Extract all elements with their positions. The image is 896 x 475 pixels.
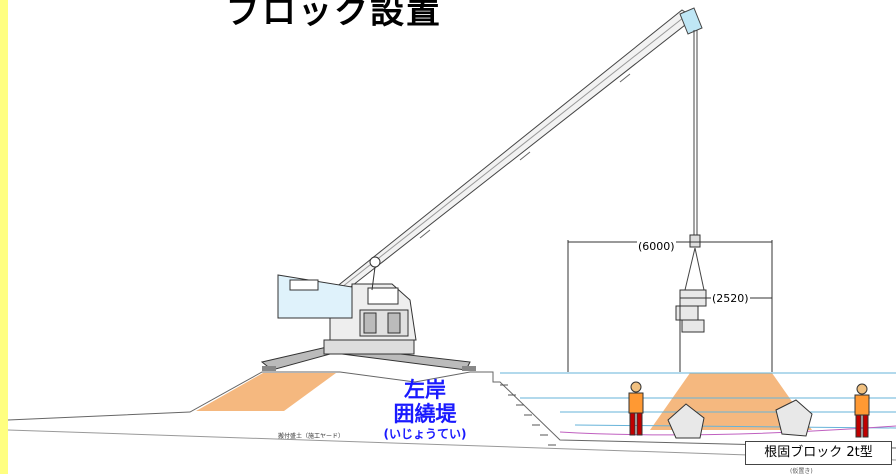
left-margin-strip bbox=[0, 0, 8, 474]
dimension-span-label: (6000) bbox=[637, 240, 676, 253]
seabed-line bbox=[559, 425, 896, 436]
levee-label-line1: 左岸 bbox=[404, 378, 446, 402]
fill-note: 搬付盛土（施工ヤード） bbox=[278, 433, 345, 440]
crane-hook bbox=[689, 234, 701, 248]
worker-left bbox=[628, 381, 644, 436]
levee-label: 左岸 囲繞堤 (いじょうてい) bbox=[370, 378, 480, 441]
dimension-block-width-label: (2520) bbox=[711, 292, 750, 305]
outrigger-pads bbox=[262, 366, 476, 371]
levee-label-reading: (いじょうてい) bbox=[383, 427, 467, 441]
outriggers bbox=[260, 339, 471, 371]
slings bbox=[684, 247, 705, 291]
levee-label-line2: 囲繞堤 bbox=[393, 402, 457, 426]
diagram-title: ブロック設置 bbox=[226, 0, 442, 32]
block-type-label: 根固ブロック 2t型 bbox=[745, 441, 892, 465]
placed-blocks bbox=[667, 399, 813, 439]
crane-boom bbox=[299, 7, 703, 317]
left-soil-fill bbox=[196, 373, 336, 411]
bottom-note: (仮置き) bbox=[790, 468, 813, 475]
water-lines bbox=[500, 372, 896, 429]
levee-slope-hatch bbox=[500, 384, 556, 446]
hook-cable bbox=[693, 30, 698, 235]
worker-right bbox=[854, 383, 870, 438]
crane-body bbox=[277, 256, 417, 341]
dimension-lines bbox=[567, 240, 773, 372]
